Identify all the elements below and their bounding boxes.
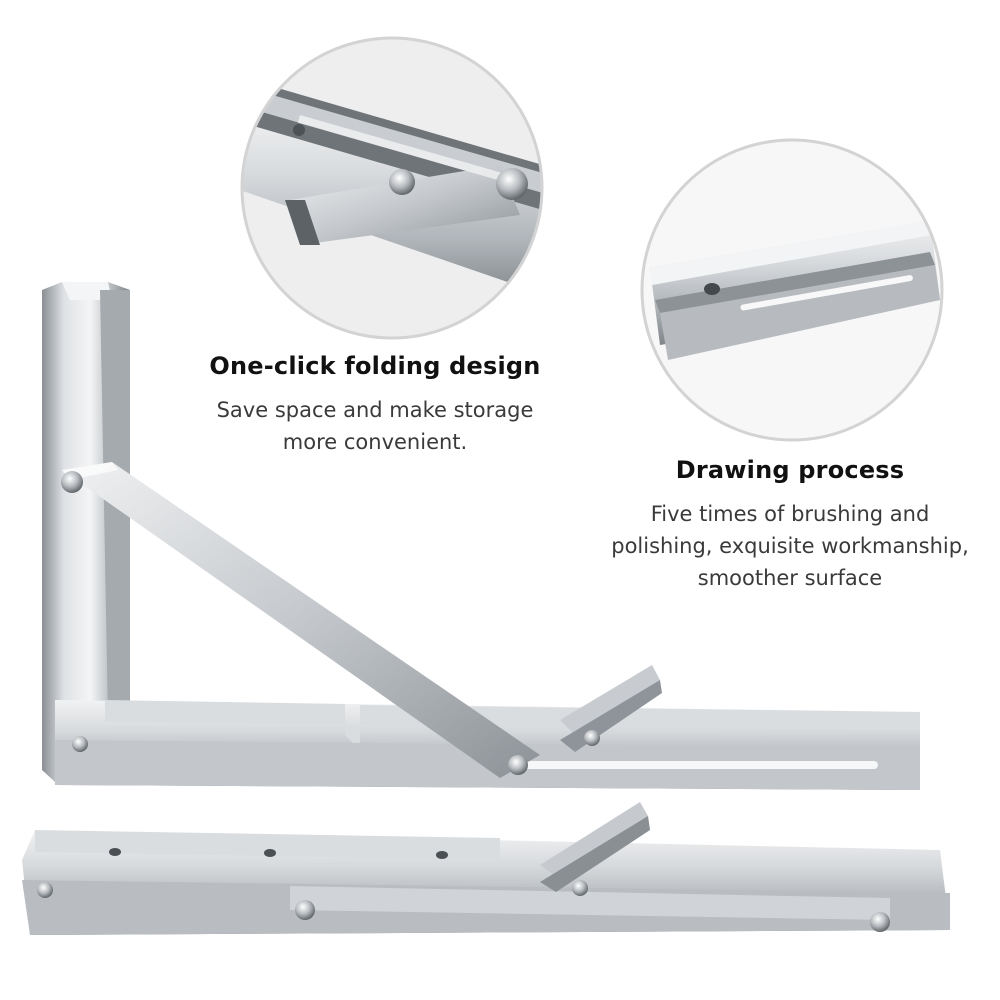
feature-drawing-title: Drawing process bbox=[675, 456, 905, 484]
bracket-unfolded bbox=[42, 282, 920, 790]
feature-drawing-process: Drawing process Five times of brushing a… bbox=[590, 456, 990, 594]
profile-detail-zoom bbox=[640, 138, 944, 442]
hinge-detail-zoom bbox=[240, 36, 544, 340]
feature-folding: One-click folding design Save space and … bbox=[190, 352, 560, 458]
feature-drawing-line: Five times of brushing and bbox=[650, 502, 930, 526]
feature-drawing-line: smoother surface bbox=[697, 566, 883, 590]
feature-folding-line: Save space and make storage bbox=[216, 398, 534, 422]
feature-folding-description: Save space and make storage more conveni… bbox=[190, 394, 560, 458]
bracket-folded bbox=[22, 802, 950, 935]
feature-drawing-description: Five times of brushing and polishing, ex… bbox=[590, 498, 990, 594]
feature-folding-title: One-click folding design bbox=[209, 352, 541, 380]
feature-drawing-line: polishing, exquisite workmanship, bbox=[611, 534, 969, 558]
feature-folding-line: more convenient. bbox=[282, 430, 468, 454]
